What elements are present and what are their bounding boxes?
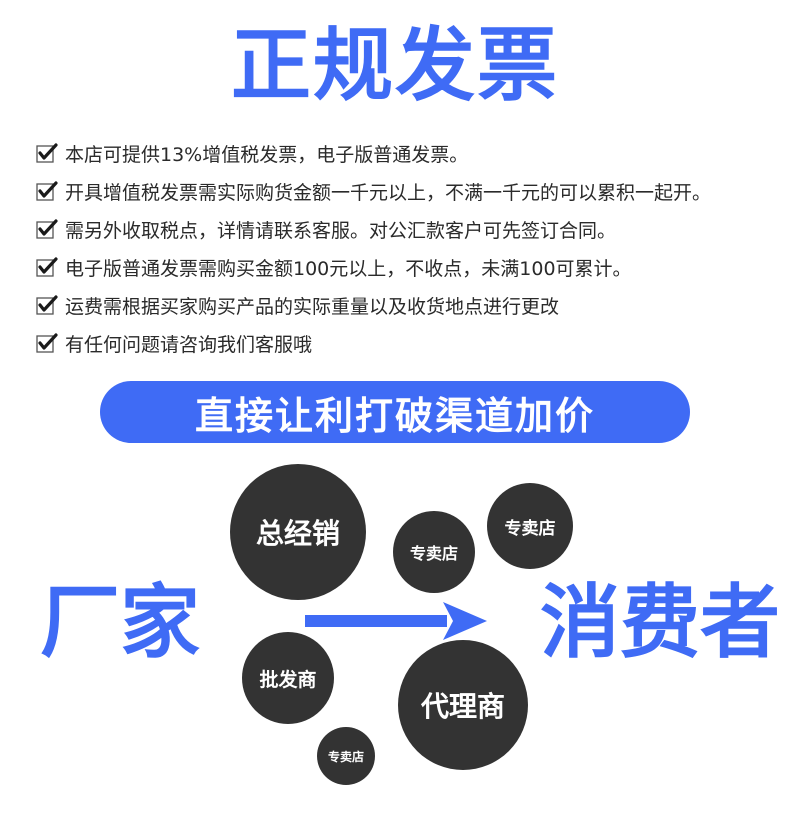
checkbox-checked-icon: [36, 218, 58, 240]
checkbox-checked-icon: [36, 332, 58, 354]
list-item-text: 需另外收取税点，详情请联系客服。对公汇款客户可先签订合同。: [65, 219, 617, 242]
list-item-text: 本店可提供13%增值税发票，电子版普通发票。: [65, 143, 469, 166]
page-title: 正规发票: [231, 19, 559, 112]
source-label: 厂家: [40, 576, 200, 669]
list-item-text: 开具增值税发票需实际购货金额一千元以上，不满一千元的可以累积一起开。: [65, 181, 712, 204]
arrow-right-icon: [303, 600, 489, 646]
promo-banner: 直接让利打破渠道加价: [100, 381, 690, 443]
list-item: 运费需根据买家购买产品的实际重量以及收货地点进行更改: [36, 290, 559, 320]
list-item: 开具增值税发票需实际购货金额一千元以上，不满一千元的可以累积一起开。: [36, 176, 711, 206]
list-item: 有任何问题请咨询我们客服哦: [36, 328, 312, 358]
checkbox-checked-icon: [36, 142, 58, 164]
channel-node-store: 专卖店: [317, 727, 375, 785]
checkbox-checked-icon: [36, 294, 58, 316]
list-item: 需另外收取税点，详情请联系客服。对公汇款客户可先签订合同。: [36, 214, 616, 244]
channel-node-general-distributor: 总经销: [230, 464, 366, 600]
channel-node-wholesaler: 批发商: [242, 632, 334, 724]
checkbox-checked-icon: [36, 256, 58, 278]
list-item-text: 电子版普通发票需购买金额100元以上，不收点，未满100可累计。: [65, 257, 632, 280]
target-label: 消费者: [540, 576, 780, 669]
channel-node-store: 专卖店: [393, 511, 475, 593]
list-item-text: 运费需根据买家购买产品的实际重量以及收货地点进行更改: [65, 295, 560, 318]
checkbox-checked-icon: [36, 180, 58, 202]
list-item-text: 有任何问题请咨询我们客服哦: [65, 333, 313, 356]
list-item: 电子版普通发票需购买金额100元以上，不收点，未满100可累计。: [36, 252, 632, 282]
list-item: 本店可提供13%增值税发票，电子版普通发票。: [36, 138, 468, 168]
channel-node-agent: 代理商: [398, 640, 528, 770]
channel-node-store: 专卖店: [487, 483, 573, 569]
